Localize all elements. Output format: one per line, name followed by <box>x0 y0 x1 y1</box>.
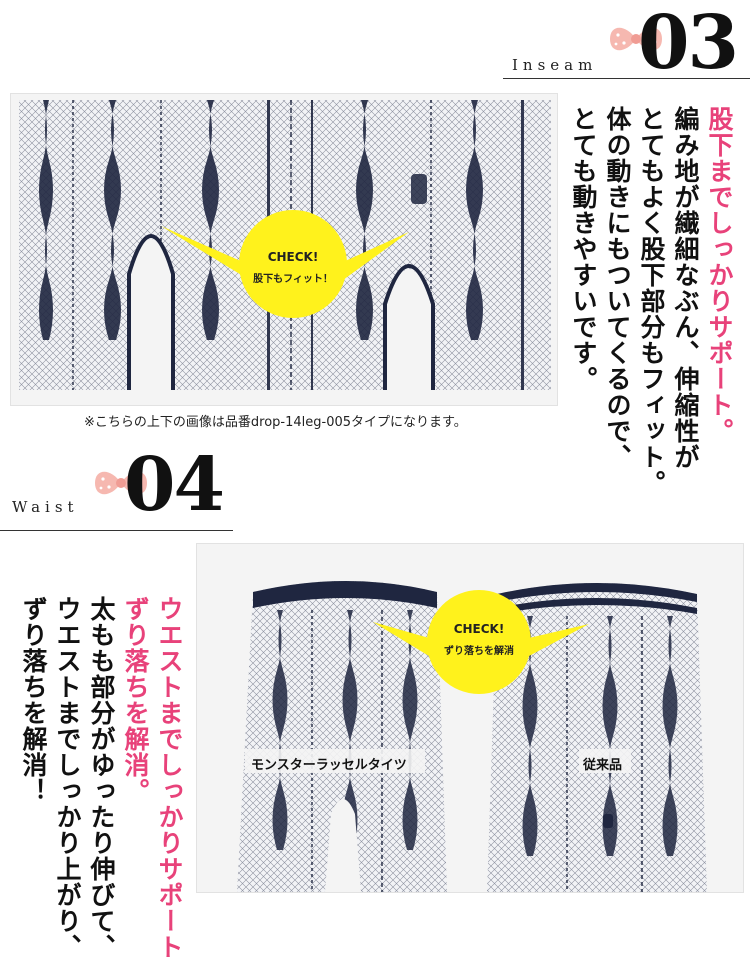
waist-line-3: ずり落ちを解消！ <box>19 596 48 804</box>
label-conventional: 従来品 <box>583 758 623 773</box>
inseam-line-2: とてもよく股下部分もフィット。 <box>637 106 666 496</box>
waist-headline-1: ウエストまでしっかりサポート <box>155 596 184 960</box>
waist-line-2: ウエストまでしっかり上がり、 <box>53 596 82 960</box>
section-divider <box>0 530 233 531</box>
inseam-line-3: 体の動きにもついてくるので、 <box>603 106 632 470</box>
inseam-photo: CHECK! 股下もフィット！ <box>10 93 558 406</box>
section-title: Waist <box>12 498 79 516</box>
product-note: ※こちらの上下の画像は品番drop-14leg-005タイプになります。 <box>84 415 467 430</box>
callout-check: CHECK! <box>453 622 505 636</box>
callout-check: CHECK! <box>267 250 319 264</box>
label-monster-tights: モンスターラッセルタイツ <box>251 758 407 773</box>
waist-headline-2: ずり落ちを解消。 <box>121 596 150 804</box>
waist-line-1: 太もも部分がゆったり伸びて、 <box>87 596 116 960</box>
callout-subtext: ずり落ちを解消 <box>444 646 514 657</box>
section-number: 03 <box>638 0 739 86</box>
inseam-text: 股下までしっかりサポート。 編み地が繊細なぶん、伸縮性が とてもよく股下部分もフ… <box>566 106 736 496</box>
section-waist: 04 Waist ウエストまでしっかりサポート ずり落ちを解消。 太もも部分がゆ… <box>0 440 750 960</box>
inseam-headline: 股下までしっかりサポート。 <box>705 106 734 444</box>
ribbon-bow-icon <box>95 471 147 495</box>
section-divider <box>503 78 750 79</box>
ribbon-bow-icon <box>610 27 662 51</box>
inseam-line-4: とても動きやすいです。 <box>569 106 598 392</box>
waist-text: ウエストまでしっかりサポート ずり落ちを解消。 太もも部分がゆったり伸びて、 ウ… <box>16 596 186 960</box>
section-title: Inseam <box>512 56 598 74</box>
waist-photo: CHECK! ずり落ちを解消 モンスターラッセルタイツ 従来品 <box>196 543 744 893</box>
section-inseam: 03 Inseam <box>0 0 750 496</box>
callout-subtext: 股下もフィット！ <box>253 274 333 285</box>
section-number: 04 <box>124 442 225 528</box>
inseam-line-1: 編み地が繊細なぶん、伸縮性が <box>671 106 700 470</box>
